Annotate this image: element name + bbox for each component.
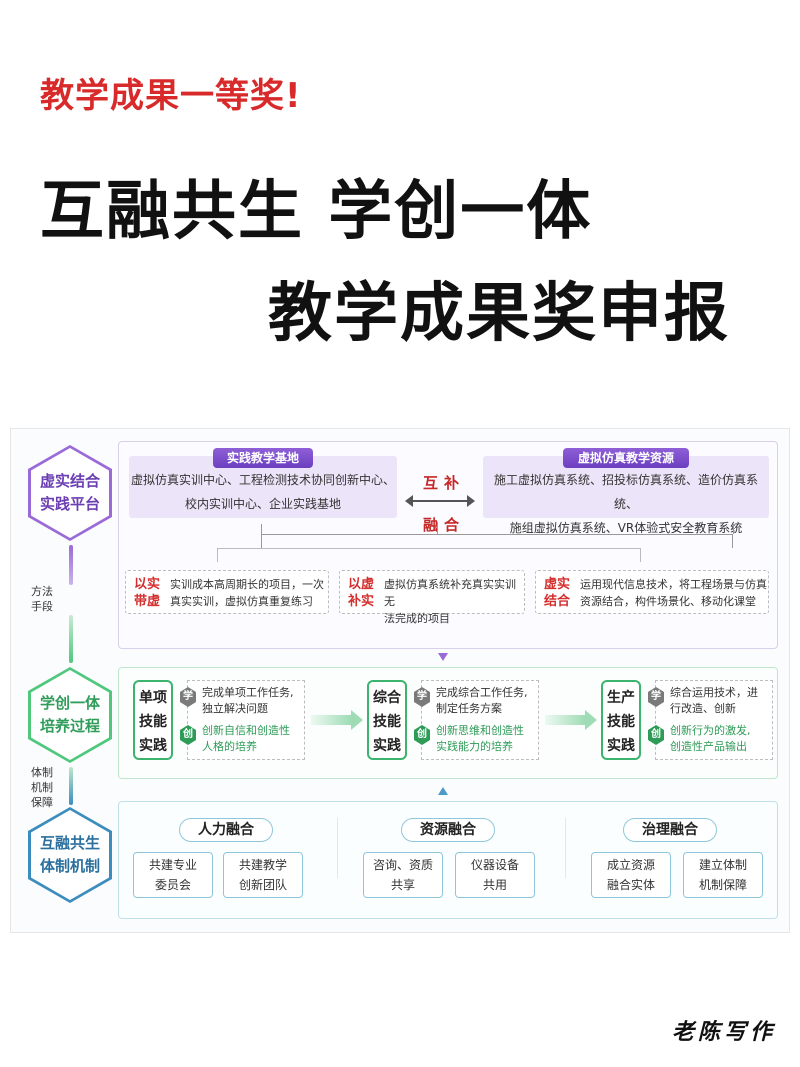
- connector-line: [69, 615, 73, 663]
- connector-line: [69, 545, 73, 585]
- arrow-right-icon: [467, 495, 475, 507]
- create-icon: 创: [414, 725, 430, 745]
- divider: [337, 818, 338, 878]
- virtual-resource-line: 施组虚拟仿真系统、VR体验式安全教育系统: [509, 521, 743, 535]
- method-caption: 方法手段: [31, 585, 53, 613]
- page-title-line2: 教学成果奖申报: [268, 277, 730, 351]
- connector-line: [261, 524, 262, 534]
- double-arrow-icon: [411, 500, 469, 502]
- item-co-build-committee: 共建专业委员会: [133, 852, 213, 898]
- detail-real-lead-virtual: 以实带虚 实训成本高周期长的项目，一次真实实训，虚拟仿真重复练习: [125, 570, 329, 614]
- hex-learn-create-process: 学创一体培养过程: [28, 667, 112, 763]
- mechanism-caption: 体制机制保障: [31, 766, 53, 809]
- virtual-resource-line: 施工虚拟仿真系统、招投标仿真系统、造价仿真系统、: [493, 473, 758, 511]
- detail-virtual-real-combine: 虚实结合 运用现代信息技术，将工程场景与仿真资源结合，构件场景化、移动化课堂: [535, 570, 769, 614]
- step-production-detail: 学 创 综合运用技术，进行改造、创新 创新行为的激发,创造性产品输出: [648, 680, 773, 760]
- practice-platform-panel: 虚拟仿真实训中心、工程检测技术协同创新中心、 校内实训中心、企业实践基地 实践教…: [118, 441, 778, 649]
- learn-create-panel: 单项技能实践 学 创 完成单项工作任务,独立解决问题 创新自信和创造性人格的培养…: [118, 667, 778, 779]
- connector-line: [437, 522, 438, 534]
- hex-symbiosis-mechanism: 互融共生体制机制: [28, 807, 112, 903]
- complement-label: 互补: [423, 474, 466, 492]
- group-human-fusion: 人力融合: [179, 818, 273, 842]
- connector-line: [69, 767, 73, 805]
- group-governance-fusion: 治理融合: [623, 818, 717, 842]
- group-resource-fusion: 资源融合: [401, 818, 495, 842]
- divider: [565, 818, 566, 878]
- virtual-resource-box: 施工虚拟仿真系统、招投标仿真系统、造价仿真系统、 施组虚拟仿真系统、VR体验式安…: [483, 456, 769, 535]
- learn-icon: 学: [648, 687, 664, 707]
- fusion-label: 融合: [423, 516, 466, 534]
- practice-base-title: 实践教学基地: [213, 448, 313, 468]
- flow-arrow-icon: [545, 710, 597, 730]
- arrow-up-icon: [438, 787, 448, 795]
- symbiosis-panel: 人力融合 共建专业委员会 共建教学创新团队 资源融合 咨询、资质共享 仪器设备共…: [118, 801, 778, 919]
- bracket-connector: [217, 548, 641, 562]
- flow-arrow-icon: [311, 710, 363, 730]
- hex-label: 培养过程: [39, 717, 100, 735]
- connector-line: [733, 524, 734, 534]
- arrow-down-icon: [438, 653, 448, 661]
- item-mechanism-guarantee: 建立体制机制保障: [683, 852, 763, 898]
- virtual-resource-title: 虚拟仿真教学资源: [563, 448, 689, 468]
- item-resource-entity: 成立资源融合实体: [591, 852, 671, 898]
- practice-base-line: 虚拟仿真实训中心、工程检测技术协同创新中心、: [130, 473, 395, 487]
- author-signature: 老陈写作: [671, 1019, 776, 1045]
- step-comprehensive-detail: 学 创 完成综合工作任务,制定任务方案 创新思维和创造性实践能力的培养: [414, 680, 539, 760]
- step-production-skill: 生产技能实践: [601, 680, 641, 760]
- step-single-skill: 单项技能实践: [133, 680, 173, 760]
- step-single-detail: 学 创 完成单项工作任务,独立解决问题 创新自信和创造性人格的培养: [180, 680, 305, 760]
- detail-virtual-supplement-real: 以虚补实 虚拟仿真系统补充真实实训无法完成的项目: [339, 570, 525, 625]
- hex-label: 学创一体: [39, 693, 100, 712]
- hex-label: 体制机制: [39, 857, 100, 875]
- learn-icon: 学: [414, 687, 430, 707]
- arrow-left-icon: [405, 495, 413, 507]
- learn-icon: 学: [180, 687, 196, 707]
- hex-label: 虚实结合: [39, 471, 100, 490]
- item-co-build-team: 共建教学创新团队: [223, 852, 303, 898]
- create-icon: 创: [648, 725, 664, 745]
- item-consult-share: 咨询、资质共享: [363, 852, 443, 898]
- framework-diagram: 虚实结合实践平台 方法手段 学创一体培养过程 体制机制保障 互融共生体制机制 虚…: [10, 428, 790, 933]
- hex-virtual-real-platform: 虚实结合实践平台: [28, 445, 112, 541]
- item-equipment-share: 仪器设备共用: [455, 852, 535, 898]
- award-banner: 教学成果一等奖!: [40, 76, 302, 116]
- page-title-line1: 互融共生 学创一体: [40, 175, 593, 249]
- step-comprehensive-skill: 综合技能实践: [367, 680, 407, 760]
- practice-base-line: 校内实训中心、企业实践基地: [184, 497, 341, 511]
- bracket-connector: [261, 534, 733, 548]
- create-icon: 创: [180, 725, 196, 745]
- hex-label: 互融共生: [39, 833, 100, 852]
- hex-label: 实践平台: [39, 495, 100, 513]
